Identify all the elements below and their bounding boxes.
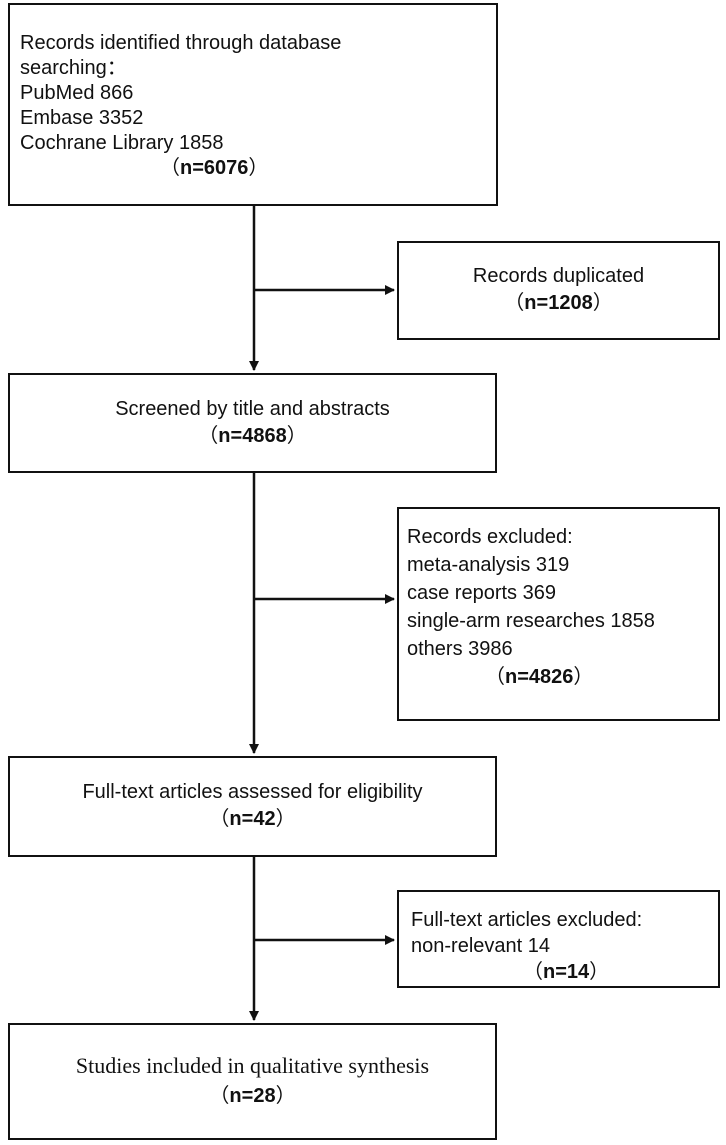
- fulltext-assessed-box: Full-text articles assessed for eligibil…: [8, 756, 497, 857]
- records-duplicated-box: Records duplicated （n=1208）: [397, 241, 720, 340]
- screened-box: Screened by title and abstracts （n=4868）: [8, 373, 497, 473]
- source-cochrane: Cochrane Library 1858: [20, 132, 224, 154]
- excluded-count: （n=4826）: [485, 666, 594, 688]
- screened-label: Screened by title and abstracts: [115, 398, 390, 420]
- excluded-meta-analysis: meta-analysis 319: [407, 554, 570, 576]
- source-embase: Embase 3352: [20, 107, 144, 129]
- ft-excluded-label: Full-text articles excluded:: [411, 909, 643, 931]
- duplicated-label: Records duplicated: [472, 265, 645, 287]
- source-pubmed: PubMed 866: [20, 82, 134, 104]
- excluded-case-reports: case reports 369: [407, 582, 556, 604]
- studies-included-box: Studies included in qualitative synthesi…: [8, 1023, 497, 1140]
- duplicated-count: （n=1208）: [504, 292, 613, 314]
- screened-count: （n=4868）: [198, 425, 307, 447]
- fulltext-excluded-box: Full-text articles excluded: non-relevan…: [397, 890, 720, 988]
- records-excluded-box: Records excluded: meta-analysis 319 case…: [397, 507, 720, 721]
- records-identified-box: Records identified through database sear…: [8, 3, 498, 206]
- excluded-others: others 3986: [407, 638, 513, 660]
- fulltext-count: （n=42）: [209, 808, 296, 830]
- included-label: Studies included in qualitative synthesi…: [75, 1053, 430, 1078]
- included-count: （n=28）: [209, 1085, 296, 1107]
- records-count: （n=6076）: [160, 157, 269, 179]
- records-title-cont: searching：: [20, 57, 127, 79]
- fulltext-label: Full-text articles assessed for eligibil…: [82, 781, 423, 803]
- records-title: Records identified through database: [20, 32, 342, 54]
- excluded-single-arm: single-arm researches 1858: [407, 610, 655, 632]
- ft-excluded-non-relevant: non-relevant 14: [411, 935, 550, 957]
- excluded-label: Records excluded:: [407, 526, 573, 548]
- ft-excluded-count: （n=14）: [523, 961, 610, 983]
